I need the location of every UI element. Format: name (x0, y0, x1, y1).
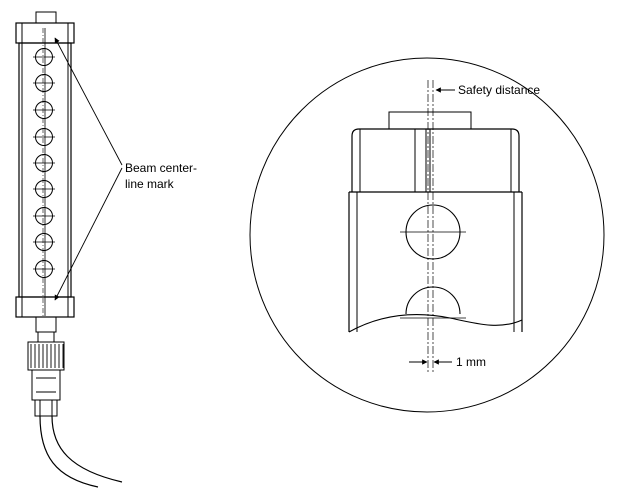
magnifier-circle (249, 57, 605, 413)
sensor-bar (15, 11, 123, 488)
break-line (348, 313, 523, 333)
cable (39, 415, 99, 488)
beam-mark-callout: Beam center- line mark (54, 37, 197, 301)
top-cap (35, 11, 57, 24)
connector-stub (35, 316, 57, 333)
beam-mark-label-line1: Beam center- (125, 161, 197, 175)
one-mm-label: 1 mm (456, 355, 486, 369)
cable-plug (31, 369, 61, 401)
beam-mark-label-line2: line mark (125, 177, 175, 191)
beam-lenses (33, 48, 55, 278)
detail-top-cap (388, 111, 472, 130)
magnified-detail: Safety distance 1 mm (249, 57, 605, 413)
detail-end-block (351, 128, 520, 192)
safety-distance-label: Safety distance (458, 83, 540, 97)
